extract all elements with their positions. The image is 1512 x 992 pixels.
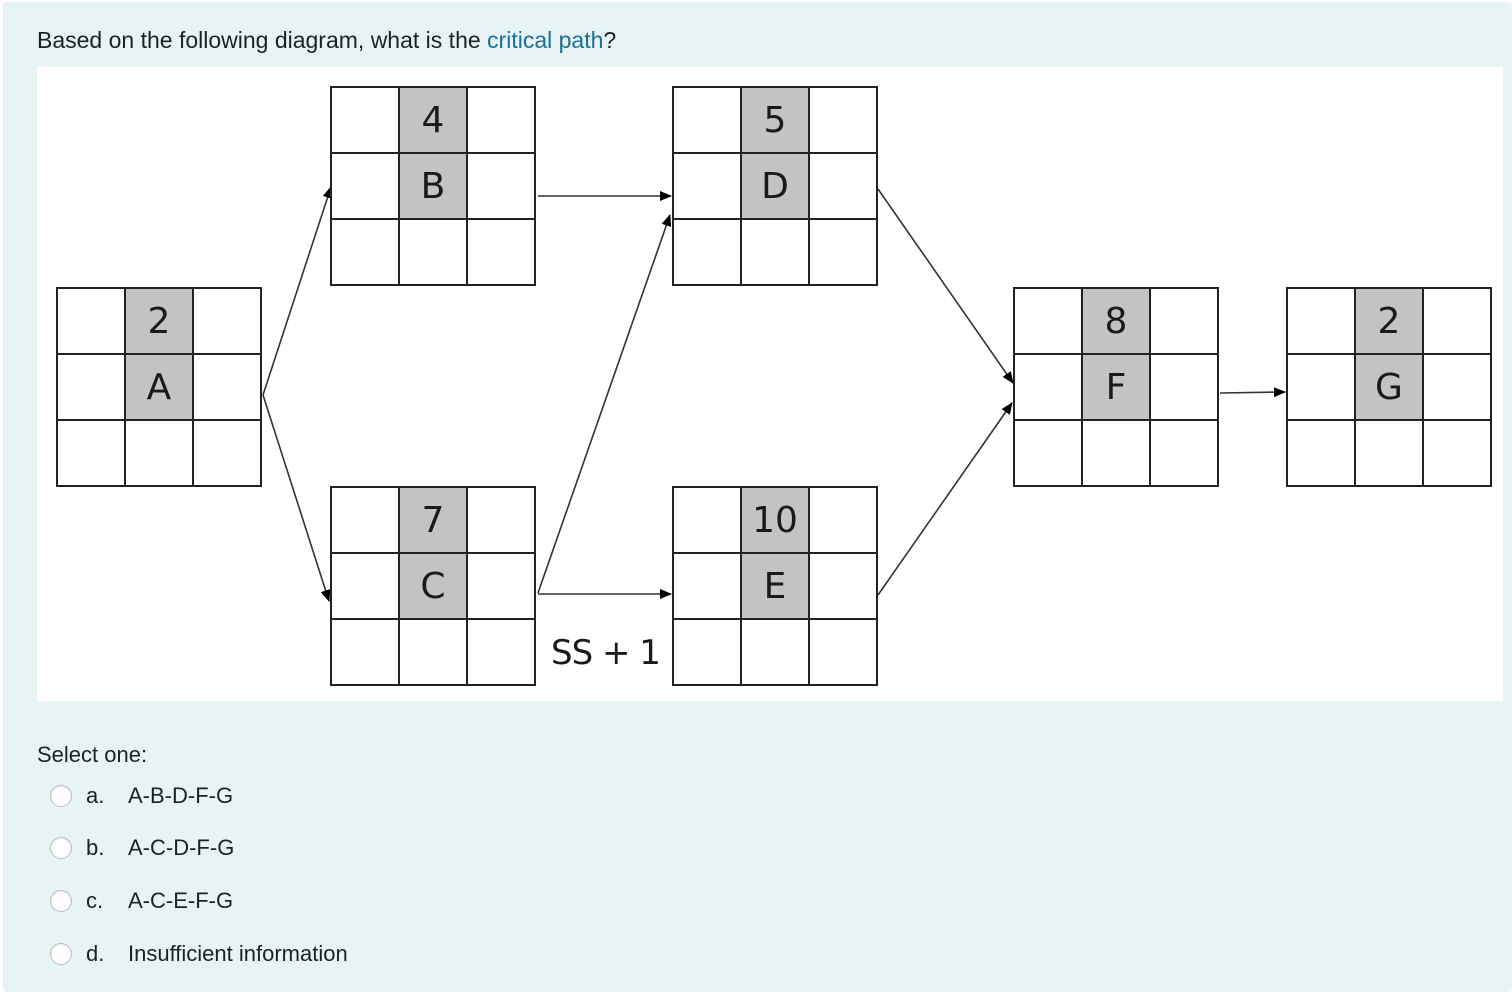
node-b: 4 B xyxy=(330,86,536,286)
node-c: 7 C xyxy=(330,486,536,686)
option-d-letter: d. xyxy=(86,941,105,966)
radio-option-b[interactable] xyxy=(50,837,72,859)
option-a-text: A-B-D-F-G xyxy=(128,783,234,808)
node-a: 2 A xyxy=(56,287,262,487)
node-d: 5 D xyxy=(672,86,878,286)
arrow-e-f xyxy=(877,402,1013,596)
arrow-d-f xyxy=(877,188,1014,384)
radio-option-a[interactable] xyxy=(50,785,72,807)
node-c-duration: 7 xyxy=(400,488,468,554)
option-a-letter: a. xyxy=(86,783,105,808)
node-f-label: F xyxy=(1083,355,1151,421)
option-b[interactable]: b. A-C-D-F-G xyxy=(50,833,234,863)
lag-label-ss-plus-1: SS + 1 xyxy=(551,633,661,673)
option-d-text: Insufficient information xyxy=(128,941,348,966)
arrow-a-c xyxy=(262,394,331,602)
diagram-arrows xyxy=(262,186,1286,602)
option-b-letter: b. xyxy=(86,835,105,860)
node-d-duration: 5 xyxy=(742,88,810,154)
node-g: 2 G xyxy=(1286,287,1492,487)
radio-option-c[interactable] xyxy=(50,890,72,912)
node-f: 8 F xyxy=(1013,287,1219,487)
node-c-label: C xyxy=(400,554,468,620)
question-card: Based on the following diagram, what is … xyxy=(3,2,1512,992)
question-text: Based on the following diagram, what is … xyxy=(37,26,616,54)
radio-option-d[interactable] xyxy=(50,943,72,965)
node-g-duration: 2 xyxy=(1356,289,1424,355)
network-diagram: 2 A 4 B 7 C 5 D 10 E 8 F xyxy=(37,67,1503,701)
select-one-label: Select one: xyxy=(37,742,148,767)
arrow-a-b xyxy=(262,186,333,396)
node-e-label: E xyxy=(742,554,810,620)
question-text-after: ? xyxy=(603,27,617,53)
option-b-text: A-C-D-F-G xyxy=(128,835,235,860)
option-c[interactable]: c. A-C-E-F-G xyxy=(50,886,233,916)
node-a-label: A xyxy=(126,355,194,421)
option-a[interactable]: a. A-B-D-F-G xyxy=(50,781,233,811)
option-c-text: A-C-E-F-G xyxy=(128,888,234,913)
arrow-f-g xyxy=(1219,387,1286,398)
node-d-label: D xyxy=(742,154,810,220)
node-b-label: B xyxy=(400,154,468,220)
arrow-c-d xyxy=(537,214,672,594)
question-text-before: Based on the following diagram, what is … xyxy=(37,27,488,53)
node-e-duration: 10 xyxy=(742,488,810,554)
node-f-duration: 8 xyxy=(1083,289,1151,355)
node-a-duration: 2 xyxy=(126,289,194,355)
node-b-duration: 4 xyxy=(400,88,468,154)
glossary-link-critical-path[interactable]: critical path xyxy=(487,27,604,53)
option-c-letter: c. xyxy=(86,888,104,913)
node-e: 10 E xyxy=(672,486,878,686)
option-d[interactable]: d. Insufficient information xyxy=(50,939,348,969)
node-g-label: G xyxy=(1356,355,1424,421)
